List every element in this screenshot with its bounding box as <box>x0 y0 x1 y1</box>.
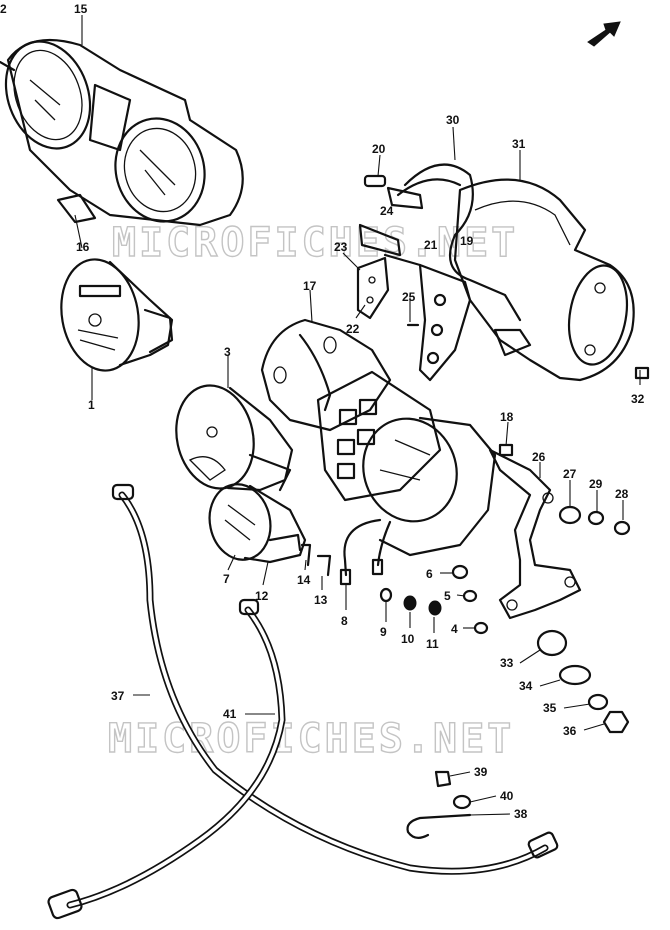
callout-labels: 15 2 16 1 3 17 20 24 30 31 23 21 19 25 2… <box>0 2 645 821</box>
wire-leads <box>339 518 392 586</box>
callout-27: 27 <box>563 467 577 481</box>
callout-8: 8 <box>341 614 348 628</box>
meter-housing <box>0 38 244 227</box>
callout-30: 30 <box>446 113 460 127</box>
small-meter-7-12 <box>208 483 307 564</box>
callout-15: 15 <box>74 2 88 16</box>
callout-22: 22 <box>346 322 360 336</box>
callout-12: 12 <box>255 589 269 603</box>
gauge-assembly-1 <box>60 258 174 372</box>
callout-10: 10 <box>401 632 415 646</box>
callout-39: 39 <box>474 765 488 779</box>
callout-21: 21 <box>424 238 438 252</box>
callout-28: 28 <box>615 487 629 501</box>
callout-20: 20 <box>372 142 386 156</box>
callout-31: 31 <box>512 137 526 151</box>
callout-18: 18 <box>500 410 514 424</box>
callout-16: 16 <box>76 240 90 254</box>
bracket-26 <box>488 448 582 620</box>
callout-25: 25 <box>402 290 416 304</box>
callout-5: 5 <box>444 589 451 603</box>
callout-1: 1 <box>88 398 95 412</box>
callout-29: 29 <box>589 477 603 491</box>
cable-37 <box>111 483 559 875</box>
bulb-socket-block <box>418 263 472 382</box>
callout-4: 4 <box>451 622 458 636</box>
callout-26: 26 <box>532 450 546 464</box>
callout-33: 33 <box>500 656 514 670</box>
bracket-22-23 <box>356 256 390 320</box>
callout-11: 11 <box>426 637 439 651</box>
callout-17: 17 <box>303 279 317 293</box>
callout-19: 19 <box>460 234 474 248</box>
callout-14: 14 <box>297 573 311 587</box>
callout-7: 7 <box>223 572 230 586</box>
callout-23: 23 <box>334 240 348 254</box>
meter-cover-31 <box>453 178 635 382</box>
callout-3: 3 <box>224 345 231 359</box>
watermark-top: MICROFICHES.NET <box>112 220 518 266</box>
callout-41: 41 <box>223 707 237 721</box>
callout-40: 40 <box>500 789 514 803</box>
speedometer-assembly <box>316 370 497 557</box>
callout-13: 13 <box>314 593 328 607</box>
callout-24: 24 <box>380 204 394 218</box>
front-arrow-icon <box>587 21 621 47</box>
callout-35: 35 <box>543 701 557 715</box>
leader-lines <box>74 15 641 816</box>
callout-9: 9 <box>380 625 387 639</box>
callout-36: 36 <box>563 724 577 738</box>
callout-34: 34 <box>519 679 533 693</box>
watermark-bottom: MICROFICHES.NET <box>108 716 514 762</box>
cable-41 <box>47 598 286 920</box>
callout-37: 37 <box>111 689 125 703</box>
bulb-20 <box>363 174 387 188</box>
tachometer-3 <box>175 384 294 492</box>
callout-2: 2 <box>0 2 7 16</box>
wire-harness-30 <box>358 163 532 357</box>
callout-38: 38 <box>514 807 528 821</box>
callout-6: 6 <box>426 567 433 581</box>
callout-32: 32 <box>631 392 645 406</box>
